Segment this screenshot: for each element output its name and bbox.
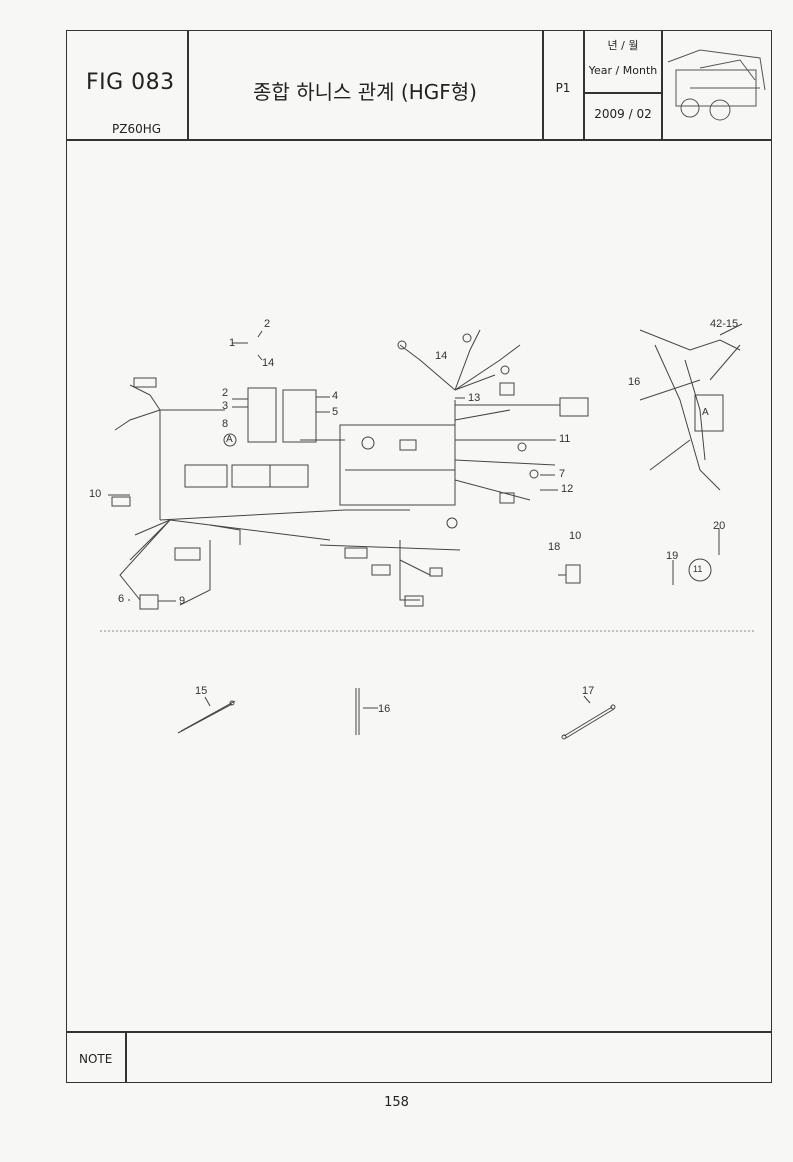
year-month-label-en: Year / Month (588, 64, 658, 77)
callout-15: 15 (195, 685, 208, 697)
callout-3: 3 (222, 400, 229, 412)
callout-42-15: 42-15 (710, 318, 739, 330)
callout-9: 9 (179, 595, 186, 607)
note-top-divider (66, 1031, 772, 1033)
callout-16: 16 (378, 703, 391, 715)
fig-number: FIG 083 (86, 70, 175, 95)
callout-1: 1 (229, 337, 236, 349)
callout-2: 2 (264, 318, 271, 330)
callout-10: 10 (569, 530, 582, 542)
callout-14: 14 (262, 357, 275, 369)
callout-10: 10 (89, 488, 102, 500)
callout-14: 14 (435, 350, 448, 362)
callout-11: 11 (559, 433, 571, 445)
callout-17: 17 (582, 685, 595, 697)
callout-a-2: A (702, 407, 709, 418)
callout-4: 4 (332, 390, 339, 402)
year-month-label-ko: 년 / 월 (607, 39, 639, 52)
page-code: P1 (555, 81, 571, 95)
callout-20: 20 (713, 520, 726, 532)
date-row-divider (583, 92, 662, 94)
callout-13: 13 (468, 392, 481, 404)
callout-18: 18 (548, 541, 561, 553)
callout-a-1: A (226, 434, 233, 445)
callout-11: 11 (693, 564, 703, 574)
callout-6: 6 (118, 593, 125, 605)
callout-16: 16 (628, 376, 641, 388)
page-number: 158 (384, 1095, 409, 1110)
header-col-divider-2 (542, 30, 544, 140)
callout-12: 12 (561, 483, 574, 495)
model-code: PZ60HG (112, 122, 162, 136)
callout-5: 5 (332, 406, 339, 418)
callout-7: 7 (559, 468, 566, 480)
page-title: 종합 하니스 관계 (HGF형) (253, 80, 477, 104)
page-frame (66, 30, 772, 1083)
header-divider (66, 139, 772, 141)
callout-19: 19 (666, 550, 679, 562)
note-label: NOTE (79, 1052, 113, 1066)
header-col-divider-4 (661, 30, 663, 140)
header-col-divider-1 (187, 30, 189, 140)
callout-2: 2 (222, 387, 229, 399)
callout-8: 8 (222, 418, 229, 430)
header-col-divider-3 (583, 30, 585, 140)
revision-date: 2009 / 02 (594, 107, 652, 121)
note-divider (125, 1031, 127, 1083)
